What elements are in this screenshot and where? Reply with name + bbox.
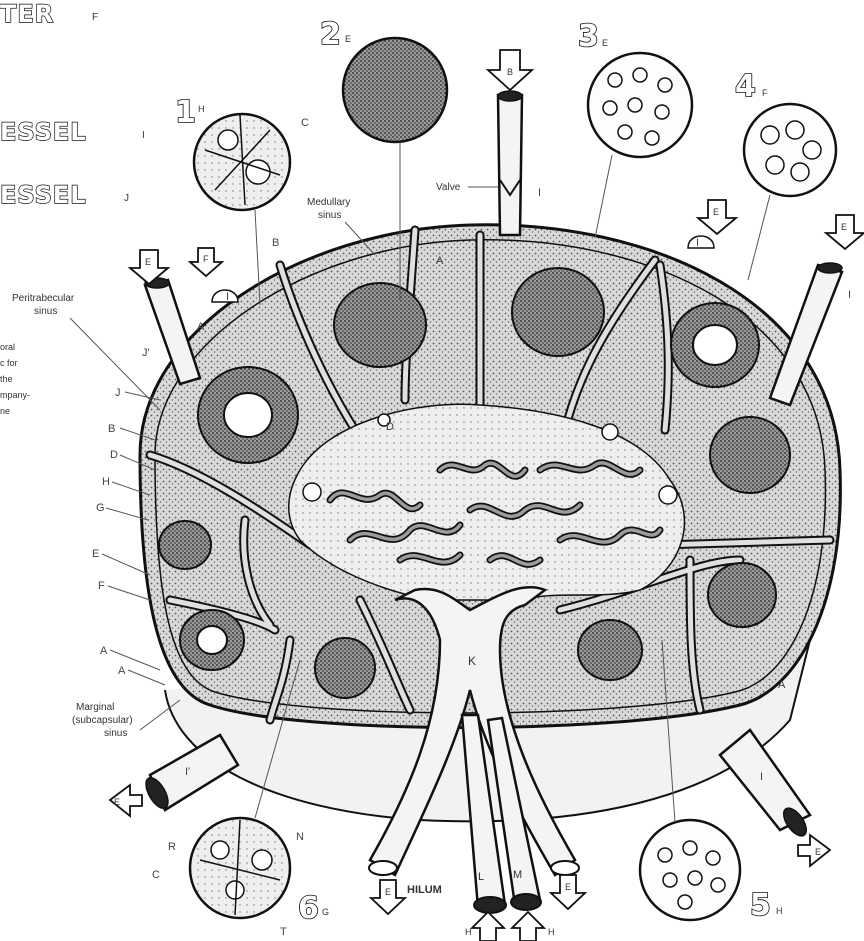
svg-text:E: E (713, 207, 719, 217)
germinal-center (693, 325, 737, 365)
inset-number-3: 3 (578, 19, 599, 54)
svg-text:E: E (841, 222, 847, 232)
side-note-line: mpany- (0, 390, 30, 400)
svg-text:A: A (778, 679, 786, 691)
arrow-bottom-right (551, 875, 585, 909)
label-peritrabecular-sinus: Peritrabecular (12, 293, 75, 304)
svg-text:H: H (465, 927, 472, 937)
arrow-out-right (798, 835, 830, 866)
svg-text:I: I (538, 187, 541, 199)
letter-k: K (468, 654, 476, 668)
follicle (315, 638, 375, 698)
header-vessel-i: ESSEL (0, 118, 87, 146)
label-medullary-sinus: sinus (318, 210, 341, 221)
svg-text:I: I (848, 289, 851, 301)
svg-text:H: H (776, 906, 783, 916)
svg-text:E: E (145, 257, 151, 267)
side-letters: J B D H G E F A A (92, 387, 126, 677)
svg-text:E: E (815, 847, 821, 857)
arrow-hilum-up-2 (512, 912, 544, 941)
arrow-top-right (698, 200, 736, 234)
svg-text:G: G (96, 502, 105, 514)
svg-text:N: N (296, 831, 304, 843)
svg-text:B: B (272, 237, 279, 249)
svg-text:B: B (108, 423, 115, 435)
svg-text:F: F (203, 254, 209, 264)
germinal-center (224, 393, 272, 437)
letter-l: L (478, 871, 484, 883)
svg-text:I: I (760, 771, 763, 783)
svg-text:H: H (198, 104, 205, 114)
label-hilum: HILUM (407, 884, 442, 896)
svg-text:A: A (197, 321, 205, 333)
header-vessel-j: ESSEL (0, 181, 87, 209)
label-peritrabecular-sinus: sinus (34, 306, 57, 317)
label-marginal-sinus: Marginal (76, 702, 114, 713)
svg-text:A: A (118, 665, 126, 677)
follicle (708, 563, 776, 627)
afferent-vessel-top (498, 95, 522, 235)
svg-text:C: C (152, 869, 160, 881)
inset-4-circle (744, 104, 836, 196)
follicle (512, 268, 604, 356)
svg-text:C: C (301, 117, 309, 129)
header-fragments: TER F ESSEL I ESSEL J (0, 0, 145, 209)
arrow-bottom-left (371, 880, 405, 914)
side-note-line: the (0, 374, 13, 384)
header-vessel-i-sub: I (142, 130, 145, 141)
svg-text:H: H (548, 927, 555, 937)
svg-text:H: H (102, 476, 110, 488)
svg-text:F: F (762, 88, 768, 98)
side-note-line: ne (0, 406, 10, 416)
svg-text:F: F (98, 580, 105, 592)
svg-text:A: A (436, 255, 444, 267)
germinal-center (197, 626, 227, 654)
svg-text:E: E (114, 797, 120, 807)
follicle (578, 620, 642, 680)
svg-text:I: I (226, 291, 229, 303)
svg-text:E: E (345, 34, 351, 44)
svg-text:I': I' (185, 766, 190, 778)
label-marginal-sinus: sinus (104, 728, 127, 739)
svg-text:B: B (507, 67, 513, 77)
inset-number-1: 1 (175, 95, 196, 130)
follicle (334, 283, 426, 367)
letter-m: M (513, 869, 522, 881)
svg-text:J': J' (142, 347, 150, 359)
svg-text:R: R (168, 841, 176, 853)
follicle (710, 417, 790, 493)
svg-text:A: A (100, 645, 108, 657)
svg-text:E: E (385, 887, 391, 897)
label-valve: Valve (436, 182, 461, 193)
svg-text:E: E (602, 38, 608, 48)
arrow-right-vessel (826, 215, 864, 249)
svg-text:D: D (386, 421, 394, 433)
svg-text:J: J (115, 387, 121, 399)
header-vessel-j-sub: J (124, 193, 129, 204)
label-marginal-sinus: (subcapsular) (72, 715, 133, 726)
side-note-fragments: oral c for the mpany- ne (0, 342, 30, 416)
inset-number-2: 2 (320, 17, 341, 52)
svg-text:G: G (322, 907, 329, 917)
svg-text:T: T (280, 926, 287, 938)
follicle (159, 521, 211, 569)
inset-number-4: 4 (735, 69, 756, 104)
inset-number-5: 5 (750, 888, 771, 923)
side-note-line: c for (0, 358, 18, 368)
header-ter-sub: F (92, 12, 98, 23)
svg-text:D: D (110, 449, 118, 461)
label-medullary-sinus: Medullary (307, 197, 350, 208)
svg-text:E: E (565, 882, 571, 892)
arrow-hilum-up-1 (472, 912, 504, 941)
svg-text:E: E (92, 548, 99, 560)
side-note-line: oral (0, 342, 15, 352)
inset-number-6: 6 (298, 891, 319, 926)
header-ter: TER (0, 0, 54, 28)
inset-2-circle (343, 38, 447, 142)
svg-text:I: I (696, 237, 699, 249)
